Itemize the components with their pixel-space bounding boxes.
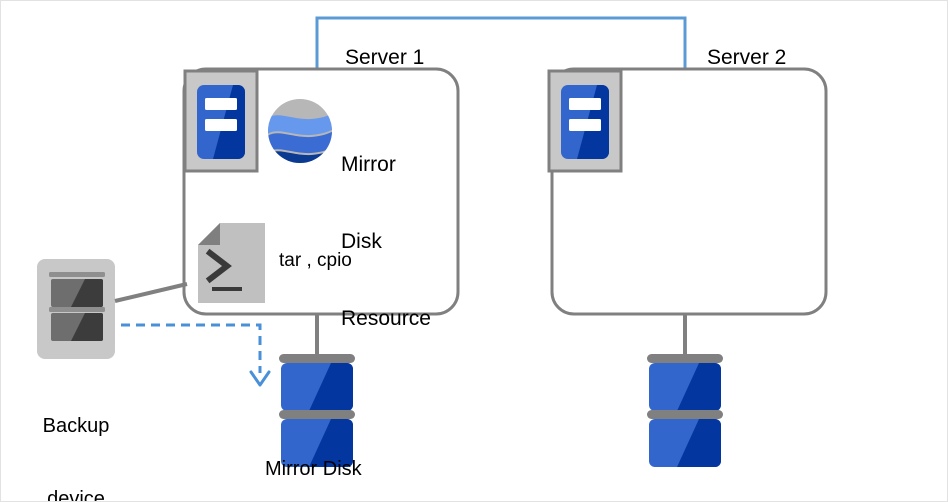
- connection-interconnect: [315, 16, 687, 81]
- backup-device-label-line-1: Backup: [42, 414, 110, 437]
- connection-backup-restore-arrow: [121, 323, 271, 387]
- mirror-disk-resource-line-2: Disk: [341, 230, 382, 254]
- server-2-label: Server 2: [707, 46, 787, 69]
- backup-device-label: Backup device: [32, 365, 120, 502]
- tar-cpio-label: tar , cpio: [279, 250, 352, 271]
- server-rack-icon: [183, 69, 259, 173]
- backup-device-icon[interactable]: [37, 259, 115, 359]
- terminal-script-icon: [198, 223, 265, 303]
- mirror-disk-resource-label: Mirror Disk Resource: [341, 101, 431, 383]
- server-rack-icon: [547, 69, 623, 173]
- disk-stack-icon[interactable]: [647, 354, 723, 467]
- mirror-disk-resource-line-3: Resource: [341, 306, 431, 330]
- backup-device-label-line-2: device: [47, 487, 105, 502]
- mirror-disk-label: Mirror Disk: [265, 458, 362, 480]
- disk-stack-icon[interactable]: [279, 354, 355, 467]
- connection-backup-link: [114, 282, 188, 303]
- server-1-label: Server 1: [345, 46, 425, 69]
- mirror-disk-resource-line-1: Mirror: [341, 153, 396, 177]
